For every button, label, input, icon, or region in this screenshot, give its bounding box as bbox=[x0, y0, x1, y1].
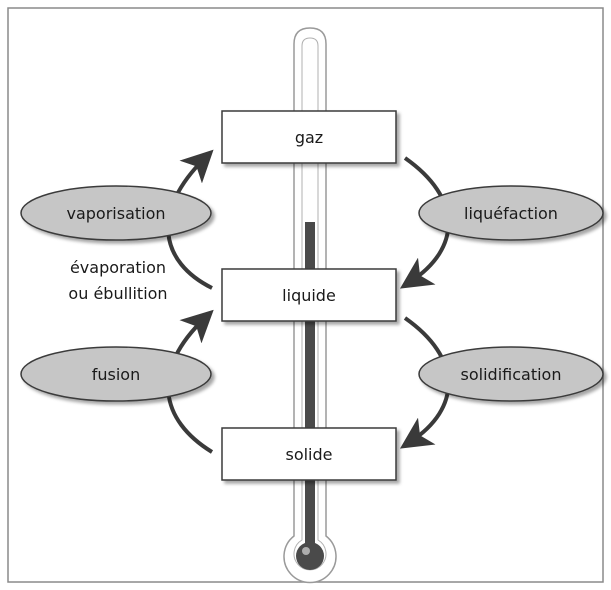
note-line-2: ou ébullition bbox=[68, 284, 167, 303]
note-line-1: évaporation bbox=[70, 258, 166, 277]
state-box-solid: solide bbox=[221, 427, 397, 481]
mercury-bulb bbox=[296, 542, 324, 570]
transition-solidification: solidification bbox=[418, 346, 604, 402]
state-label-solid: solide bbox=[285, 445, 332, 464]
transition-liquefaction: liquéfaction bbox=[418, 185, 604, 241]
transition-vaporisation: vaporisation bbox=[20, 185, 212, 241]
transition-label-liquefaction: liquéfaction bbox=[464, 204, 558, 223]
transition-label-solidification: solidification bbox=[461, 365, 562, 384]
transition-label-vaporisation: vaporisation bbox=[66, 204, 165, 223]
mercury-column bbox=[305, 222, 315, 547]
evaporation-note: évaporation ou ébullition bbox=[68, 258, 167, 303]
bulb-highlight bbox=[302, 547, 310, 555]
transition-fusion: fusion bbox=[20, 346, 212, 402]
transition-label-fusion: fusion bbox=[92, 365, 140, 384]
state-label-gas: gaz bbox=[295, 128, 323, 147]
thermometer-inner bbox=[293, 37, 327, 571]
state-box-liquid: liquide bbox=[221, 268, 397, 322]
state-box-gas: gaz bbox=[221, 110, 397, 164]
state-label-liquid: liquide bbox=[282, 286, 336, 305]
